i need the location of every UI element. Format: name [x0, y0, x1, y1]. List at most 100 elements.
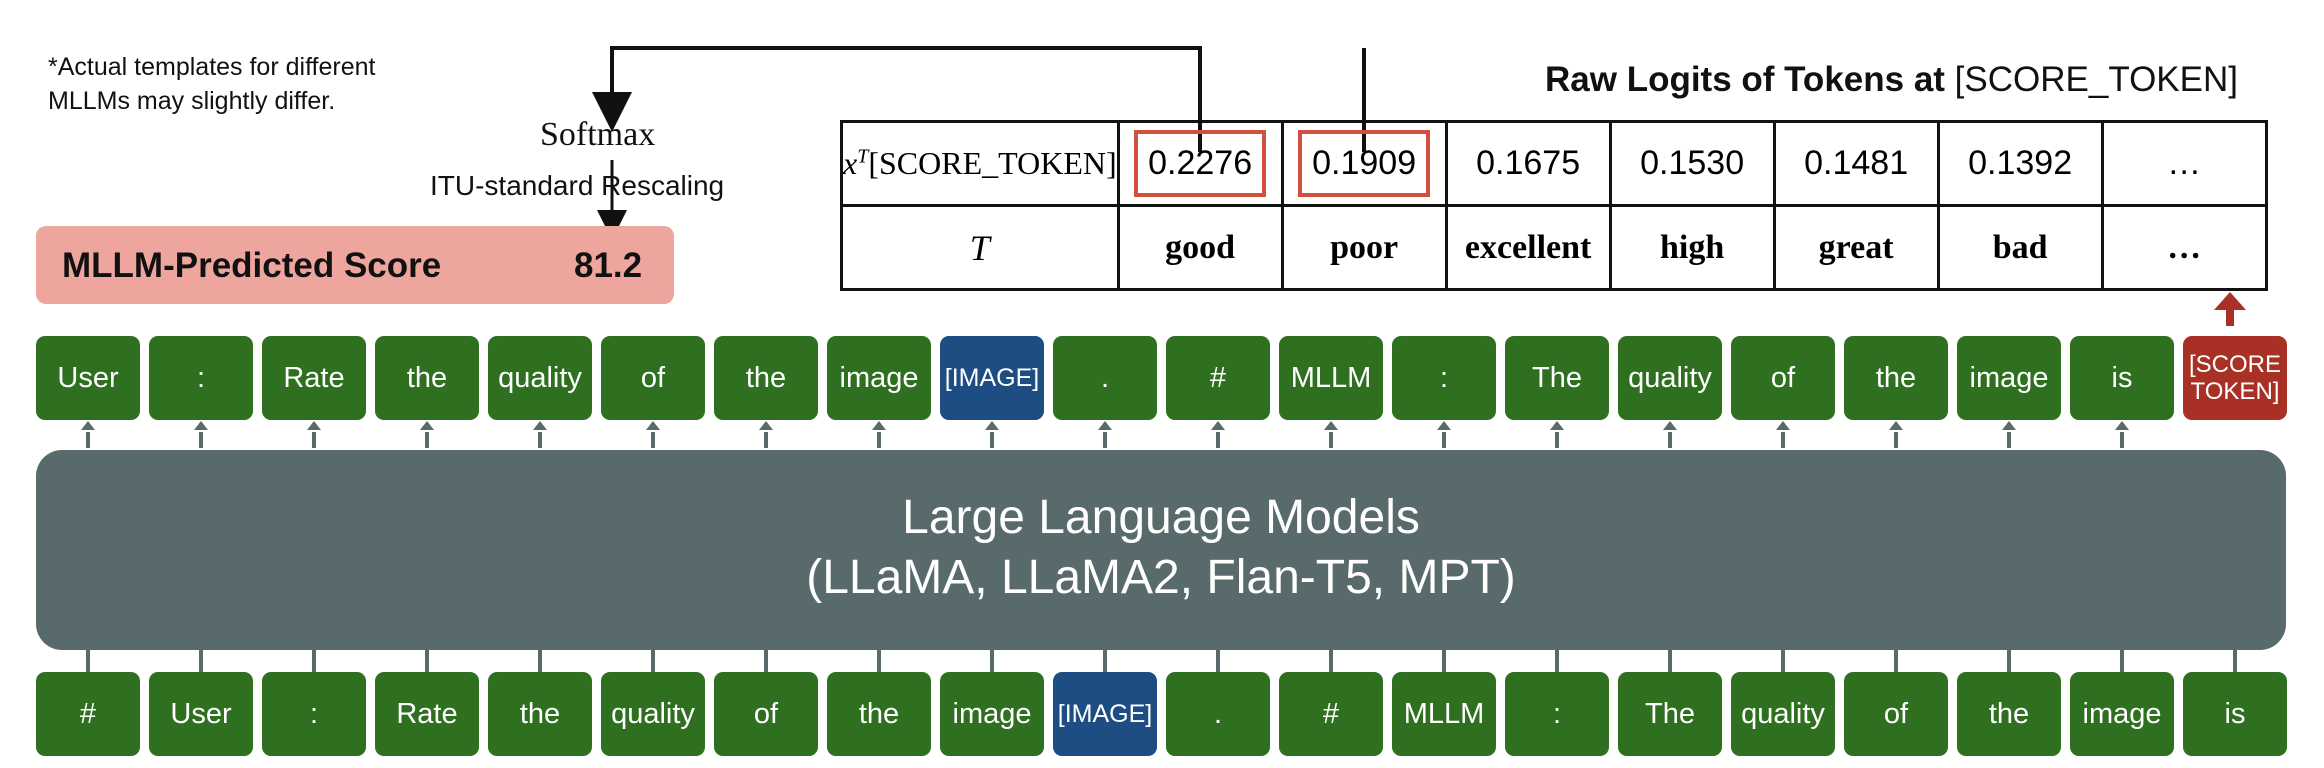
- token-tick-head: [1211, 421, 1225, 430]
- token-tick-head: [759, 421, 773, 430]
- template-note-line1: *Actual templates for different: [48, 53, 376, 81]
- predicted-score-value: 81.2: [574, 246, 643, 285]
- token-tick-head: [1098, 421, 1112, 430]
- token-tick-head: [81, 421, 95, 430]
- image-token: [IMAGE]: [940, 336, 1044, 420]
- token: the: [714, 336, 818, 420]
- token: The: [1505, 336, 1609, 420]
- token-tick-head: [2115, 421, 2129, 430]
- token: the: [1844, 336, 1948, 420]
- score-token-up-arrowhead: [2214, 292, 2246, 310]
- token-tick-head: [420, 421, 434, 430]
- token-tick-head: [646, 421, 660, 430]
- token-name-cell: bad: [1936, 204, 2104, 291]
- token-tick-head: [1889, 421, 1903, 430]
- token: quality: [1618, 336, 1722, 420]
- token-name-ellipsis: …: [2100, 204, 2268, 291]
- token: quality: [488, 336, 592, 420]
- template-note: *Actual templates for different MLLMs ma…: [48, 50, 376, 118]
- token-tick-head: [1324, 421, 1338, 430]
- token: #: [1279, 672, 1383, 756]
- token: the: [1957, 672, 2061, 756]
- token-tick-head: [307, 421, 321, 430]
- token: .: [1166, 672, 1270, 756]
- token-tick-head: [194, 421, 208, 430]
- token-name-cell: good: [1116, 204, 1284, 291]
- token-tick-head: [2002, 421, 2016, 430]
- token-names-row: T good poor excellent high great bad …: [840, 204, 2268, 291]
- token: of: [1731, 336, 1835, 420]
- highlighted-logit: 0.1909: [1298, 130, 1431, 197]
- token-name-cell: great: [1772, 204, 1940, 291]
- llm-models: (LLaMA, LLaMA2, Flan-T5, MPT): [806, 551, 1516, 604]
- logit-value-cell: 0.2276: [1116, 120, 1284, 207]
- template-note-line2: MLLMs may slightly differ.: [48, 87, 336, 115]
- token-tick-head: [1550, 421, 1564, 430]
- token: image: [940, 672, 1044, 756]
- token-tick-head: [1437, 421, 1451, 430]
- token-name-cell: excellent: [1444, 204, 1612, 291]
- logit-values-row: xT[SCORE_TOKEN] 0.2276 0.1909 0.1675 0.1…: [840, 120, 2268, 207]
- logit-bracket-line: [592, 46, 1202, 152]
- token: MLLM: [1279, 336, 1383, 420]
- token: the: [827, 672, 931, 756]
- predicted-score-label: MLLM-Predicted Score: [62, 246, 442, 285]
- softmax-label: Softmax: [540, 116, 656, 153]
- rescaling-label: ITU-standard Rescaling: [430, 170, 725, 201]
- raw-logits-title-token: [SCORE_TOKEN]: [1954, 60, 2238, 99]
- token: User: [36, 336, 140, 420]
- token-name-cell: poor: [1280, 204, 1448, 291]
- raw-logits-title: Raw Logits of Tokens at [SCORE_TOKEN]: [1545, 60, 2238, 100]
- raw-logits-title-bold: Raw Logits of Tokens at: [1545, 60, 1945, 99]
- logit-value-cell: 0.1530: [1608, 120, 1776, 207]
- token-row-header: T: [840, 204, 1120, 291]
- token: of: [1844, 672, 1948, 756]
- token: #: [1166, 336, 1270, 420]
- predicted-score-box: [36, 226, 674, 304]
- token: image: [2070, 672, 2174, 756]
- image-token: [IMAGE]: [1053, 672, 1157, 756]
- token: image: [1957, 336, 2061, 420]
- token: MLLM: [1392, 672, 1496, 756]
- token: Rate: [375, 672, 479, 756]
- token-tick-head: [1776, 421, 1790, 430]
- token: the: [375, 336, 479, 420]
- token: :: [149, 336, 253, 420]
- token-tick-head: [1663, 421, 1677, 430]
- x-subscript: [SCORE_TOKEN]: [868, 145, 1117, 181]
- token-name-cell: high: [1608, 204, 1776, 291]
- logit-value-cell: 0.1675: [1444, 120, 1612, 207]
- x-superscript: T: [857, 145, 869, 168]
- token: the: [488, 672, 592, 756]
- llm-title: Large Language Models: [902, 491, 1420, 544]
- token: User: [149, 672, 253, 756]
- token: #: [36, 672, 140, 756]
- token: Rate: [262, 336, 366, 420]
- token-tick-head: [985, 421, 999, 430]
- x-symbol: x: [843, 145, 858, 181]
- token: of: [601, 336, 705, 420]
- token-tick-head: [872, 421, 886, 430]
- token: :: [1505, 672, 1609, 756]
- logit-value-cell: 0.1481: [1772, 120, 1940, 207]
- token-tick-head: [533, 421, 547, 430]
- token-tick-arrows: [81, 421, 2237, 672]
- logit-value-cell: 0.1909: [1280, 120, 1448, 207]
- logit-row-header: xT[SCORE_TOKEN]: [840, 120, 1120, 207]
- raw-logits-table: xT[SCORE_TOKEN] 0.2276 0.1909 0.1675 0.1…: [840, 120, 2268, 291]
- token: .: [1053, 336, 1157, 420]
- llm-block-text: Large Language Models (LLaMA, LLaMA2, Fl…: [36, 488, 2286, 608]
- llm-block: [36, 450, 2286, 650]
- logit-value-ellipsis: …: [2100, 120, 2268, 207]
- token: is: [2183, 672, 2287, 756]
- token: quality: [601, 672, 705, 756]
- T-symbol: T: [969, 227, 990, 268]
- token: :: [1392, 336, 1496, 420]
- token: is: [2070, 336, 2174, 420]
- token: image: [827, 336, 931, 420]
- logit-value-cell: 0.1392: [1936, 120, 2104, 207]
- token: of: [714, 672, 818, 756]
- token: :: [262, 672, 366, 756]
